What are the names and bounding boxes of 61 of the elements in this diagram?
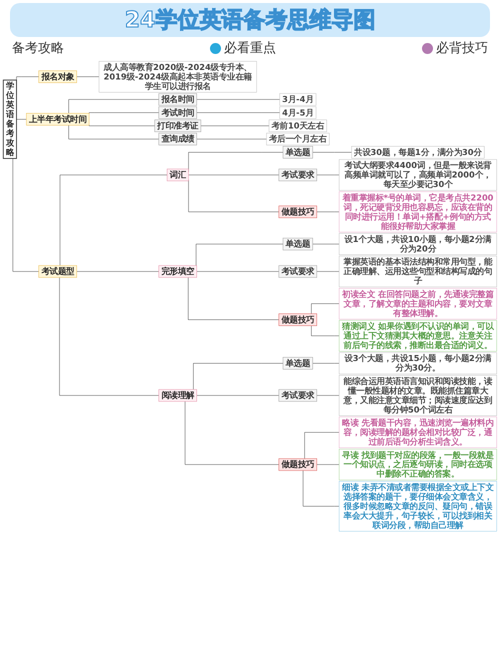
- connector: [76, 76, 100, 77]
- node-box: 报名时间: [158, 93, 197, 106]
- connector: [12, 158, 39, 272]
- node-box: 上半年考试时间: [26, 113, 90, 126]
- node-box: 考试时间: [158, 106, 197, 119]
- node-box: 考前10天左右: [268, 120, 327, 132]
- legend-label: 必看重点: [224, 40, 276, 57]
- connector: [60, 174, 168, 266]
- node-box: 设3个大题，共设15小题，每小题2分满分为30分。: [338, 352, 497, 374]
- connector: [59, 277, 160, 396]
- connector: [196, 244, 284, 266]
- node-box: 单选题: [282, 146, 313, 158]
- node-box: 成人高等教育2020级-2024级专升本、2019级-2024级高起本非英语专业在籍学生可以进行报名: [98, 61, 257, 92]
- connector: [68, 99, 160, 114]
- connector: [16, 119, 27, 120]
- connector: [88, 124, 155, 126]
- node-box: 词汇: [166, 168, 189, 182]
- node-box: 考试要求: [278, 168, 318, 182]
- subtitle-label: 备考攻略: [12, 40, 64, 57]
- node-box: 考试题型: [38, 265, 77, 278]
- node-box: 3月-4月: [279, 93, 316, 106]
- node-box: 阅读理解: [158, 389, 197, 402]
- connector: [193, 363, 284, 390]
- node-box: 设1个大题，共设10小题，每小题2分满分为20分: [338, 233, 497, 255]
- node-box: 学位英语备考攻略: [2, 80, 17, 159]
- node-box: 报名对象: [38, 70, 77, 83]
- node-box: 寻读 找到题干对应的段落，一般一段就是一个知识点，之后逐句研读，同时在选项中删除不正确的答案。: [338, 448, 497, 480]
- connector: [302, 470, 340, 506]
- connector: [311, 303, 340, 314]
- node-box: 共设30题，每题1分，满分为30分: [351, 146, 484, 158]
- node-box: 打印准考证: [154, 120, 202, 132]
- connector: [188, 277, 280, 320]
- connector: [88, 112, 160, 114]
- title-banner: 24学位英语备考思维导图: [10, 3, 490, 37]
- node-box: 做题技巧: [278, 314, 318, 326]
- node-box: 单选题: [282, 357, 313, 370]
- node-box: 能综合运用英语语言知识和阅读技能，读懂一般性题材的文章。既能抓住篇章大意，又能注意文章细节；阅读速度应达到每分钟50个词左右: [338, 375, 497, 416]
- node-box: 单选题: [282, 238, 313, 250]
- connector: [68, 125, 160, 140]
- node-box: 略读 先看题干内容，迅速浏览一遍材料内容，阅读理解的题材会相对比较广泛，通过前后语句分析生词含义。: [338, 416, 497, 448]
- node-box: 完形填空: [158, 265, 197, 278]
- node-box: 考试要求: [278, 265, 318, 278]
- connector: [184, 401, 280, 465]
- node-box: 考试大纲要求4400词，但是一般来说背高频单词就可以了，高频单词2000个，每天至少要记30个: [338, 159, 497, 191]
- node-box: 猜测词义 如果你遇到不认识的单词，可以通过上下文猜测其大概的意思。注意关注前后句子的线索，推断出最合适的词义。: [338, 320, 497, 352]
- connector: [188, 179, 280, 212]
- node-box: 细读 未弄不清或者需要根据全文或上下文选择答案的题干，要仔细体会文章含义，很多时候忽略文章的反问、疑问句，错误率会大大提升，句子较长，可以找到相关联词分段，帮助自己理解: [338, 481, 497, 532]
- node-box: 4月-5月: [279, 106, 316, 119]
- connector: [196, 112, 280, 113]
- node-box: 考后一个月左右: [266, 132, 330, 146]
- node-box: 掌握英语的基本语法结构和常用句型，能正确理解、运用这些句型和结构写成的句子: [338, 256, 497, 288]
- node-box: 着重掌握标*号的单词，它是考点共2200词，死记硬背没用也容易忘，应该在背的同时进行运用！单词+搭配+例句的方式能很好帮助大家掌握: [338, 191, 497, 232]
- connector: [312, 363, 340, 364]
- node-box: 做题技巧: [278, 206, 318, 218]
- node-box: 初读全文 在回答问题之前，先通读完整篇文章，了解文章的主题和内容，要对文章有整体理解。: [338, 288, 497, 320]
- connector: [311, 326, 340, 336]
- legend-label: 必背技巧: [436, 40, 488, 57]
- node-box: 做题技巧: [278, 458, 318, 471]
- connector: [304, 432, 340, 459]
- node-box: 查询成绩: [158, 132, 197, 146]
- node-box: 考试要求: [278, 389, 318, 402]
